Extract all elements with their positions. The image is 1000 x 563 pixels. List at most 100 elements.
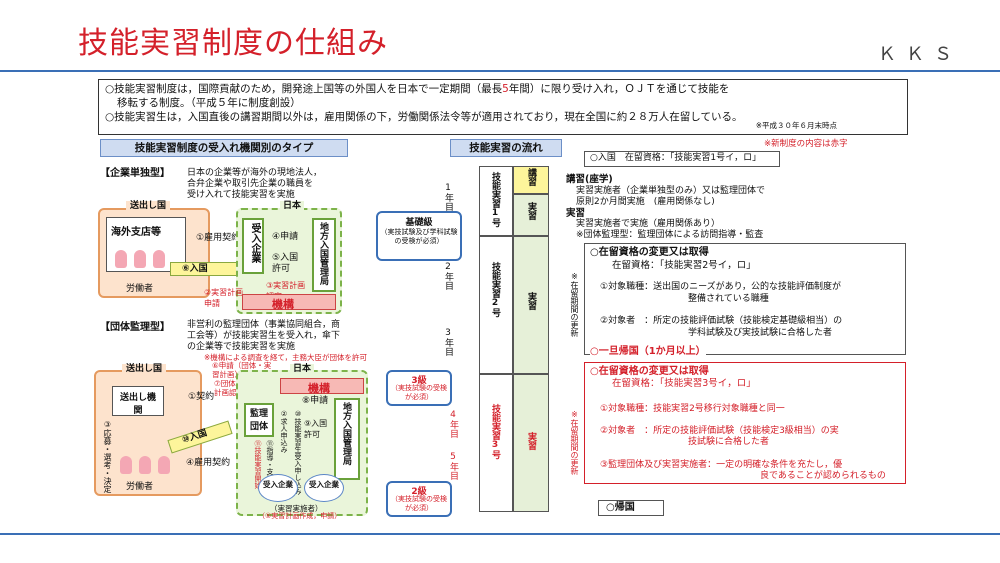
left-header: 技能実習制度の受入れ機関別のタイプ bbox=[100, 139, 348, 157]
training3: 実習 bbox=[526, 432, 536, 450]
lecture: 講習 bbox=[526, 168, 536, 186]
change2-status: 在留資格：「技能実習3号イ，ロ」 bbox=[612, 378, 756, 389]
course-title: 講習(座学) bbox=[566, 174, 613, 185]
change2-j3: ③監理団体及び実習実施者：一定の明確な条件を充たし，優 bbox=[600, 460, 843, 470]
type2-apply: ⑧申請 bbox=[302, 396, 329, 406]
col3: 技能実習3号 bbox=[490, 404, 500, 459]
course-line-4: ※団体監理型：監理団体による訪問指導・監査 bbox=[576, 230, 764, 240]
training2: 実習 bbox=[526, 292, 536, 310]
company-1: 受入企業 bbox=[263, 480, 293, 489]
worker-icon bbox=[139, 456, 151, 474]
type2-apply-perm: ⑥申請（団体・実習計画） bbox=[212, 361, 272, 379]
return-2-box bbox=[598, 500, 664, 516]
type1-company-box bbox=[242, 218, 264, 274]
intro-text: ○技能実習制度は，国際貢献のため，開発途上国等の外国人を日本で一定期間（最長 bbox=[105, 83, 503, 95]
intro-line-3: ○技能実習生は，入国直後の講習期間以外は，雇用関係の下，労働関係法令等が適用され… bbox=[105, 111, 743, 123]
type2-workers: 労働者 bbox=[126, 482, 154, 492]
intro-highlight: 5 bbox=[502, 83, 509, 95]
company2-circle bbox=[304, 474, 344, 502]
type1-kikou-box bbox=[242, 294, 336, 310]
training1-box bbox=[513, 194, 549, 236]
type2-employ: ④雇用契約 bbox=[186, 458, 231, 468]
right-header: 技能実習の流れ bbox=[450, 139, 562, 157]
type1-bureau-box bbox=[312, 218, 336, 292]
change1-j1b: 整備されている職種 bbox=[688, 294, 769, 304]
change1-j2: ②対象者 ：所定の技能評価試験（技能検定基礎級相当）の bbox=[600, 316, 843, 326]
worker-icon bbox=[120, 456, 132, 474]
basic-level: 基礎級 bbox=[405, 218, 433, 228]
type2-recruit: ②求人申込み bbox=[280, 410, 288, 453]
type2-kikou: 機構 bbox=[308, 382, 330, 395]
kanri-box bbox=[244, 403, 274, 437]
type2-bureau-box bbox=[334, 398, 360, 480]
level2-sub: （実技試験の受検が必須） bbox=[391, 495, 447, 512]
worker-icon bbox=[134, 250, 146, 268]
type2-bureau: 地方入国管理局 bbox=[341, 402, 351, 465]
type1-desc-line: 合弁企業や取引先企業の職員を bbox=[187, 179, 314, 189]
year-2: 2年目 bbox=[443, 262, 453, 290]
entry-box bbox=[584, 151, 780, 167]
type2-select: ③応募・選考・決定 bbox=[103, 420, 112, 493]
type2-support: ⑪指導・支援 bbox=[266, 440, 274, 482]
entry-text: ○入国 在留資格：「技能実習1号イ，ロ」 bbox=[590, 153, 762, 163]
type2-desc: 非営利の監理団体（事業協同組合，商 工会等）が技能実習生を受入れ，傘下 の企業等… bbox=[187, 320, 340, 353]
page-title: 技能実習制度の仕組み bbox=[78, 26, 388, 61]
type1-desc: 日本の企業等が海外の現地法人， 合弁企業や取引先企業の職員を 受け入れて技能実習… bbox=[187, 168, 322, 201]
type1-label: 【企業単独型】 bbox=[100, 168, 170, 179]
type2-request: ⑩技能実習生受入申し込み bbox=[294, 410, 302, 495]
training3-box bbox=[513, 374, 549, 512]
type2-guide: ⑪技能実習開始 bbox=[254, 440, 262, 489]
year-1: 1年目 bbox=[443, 183, 453, 211]
course-training-title: 実習 bbox=[566, 208, 586, 219]
level2-box bbox=[386, 481, 452, 517]
year-3: 3年目 bbox=[443, 328, 453, 356]
type2-note: ※機構による調査を経て，主務大臣が団体を許可 bbox=[204, 353, 368, 362]
type2-label: 【団体監理型】 bbox=[100, 322, 170, 333]
training1: 実習 bbox=[526, 202, 536, 220]
level3: 3級 bbox=[411, 376, 427, 386]
company1-circle bbox=[258, 474, 298, 502]
overseas-branch: 海外支店等 bbox=[111, 227, 161, 238]
change2-j1: ①対象職種：技能実習2号移行対象職種と同一 bbox=[600, 404, 785, 414]
type2-contract: ①契約 bbox=[188, 392, 215, 402]
type2-kikou-box bbox=[280, 378, 364, 394]
type1-japan-label: 日本 bbox=[280, 201, 305, 212]
new-system-note: ※新制度の内容は赤字 bbox=[764, 139, 848, 149]
year-4: 4年目 bbox=[448, 410, 458, 438]
change1-status: 在留資格：「技能実習2号イ，ロ」 bbox=[612, 260, 756, 271]
course-line-3: 実習実施者で実施（雇用関係あり） bbox=[576, 219, 721, 229]
change1-title: ○在留資格の変更又は取得 bbox=[590, 247, 709, 258]
type1-plan-apply: ②実習計画申請 bbox=[204, 288, 244, 308]
type1-company: 受入企業 bbox=[249, 223, 260, 263]
change2-title: ○在留資格の変更又は取得 bbox=[590, 366, 709, 377]
type1-entry: ⑥入国 bbox=[182, 264, 208, 274]
type1-employ: ①雇用契約 bbox=[196, 233, 241, 243]
intro-note: ※平成３０年６月末時点 bbox=[755, 121, 837, 130]
lecture-box bbox=[513, 166, 549, 194]
type2-desc-line: 非営利の監理団体（事業協同組合，商 bbox=[187, 320, 341, 330]
top-divider bbox=[0, 70, 1000, 72]
type2-desc-line: 工会等）が技能実習生を受入れ，傘下 bbox=[187, 331, 341, 341]
level3-box bbox=[386, 370, 452, 406]
col3-box bbox=[479, 374, 513, 512]
course-line-1: 実習実施者（企業単独型のみ）又は監理団体で bbox=[576, 186, 766, 196]
type1-desc-line: 受け入れて技能実習を実施 bbox=[187, 190, 295, 200]
intro-line-2: 移転する制度。（平成５年に制度創設） bbox=[117, 97, 301, 109]
company-2: 受入企業 bbox=[309, 480, 339, 489]
change1-j1: ①対象職種：送出国のニーズがあり，公的な技能評価制度が bbox=[600, 282, 841, 292]
type2-implementer: （実習実施者） bbox=[270, 504, 323, 513]
intro-line-1: ○技能実習制度は，国際貢献のため，開発途上国等の外国人を日本で一定期間（最長5年… bbox=[105, 82, 901, 96]
type1-kikou: 機構 bbox=[272, 298, 294, 311]
worker-icon bbox=[153, 250, 165, 268]
year-5: 5年目 bbox=[448, 452, 458, 480]
col2: 技能実習2号 bbox=[490, 262, 500, 317]
course-line-2: 原則2か月間実施 (雇用関係なし) bbox=[576, 197, 715, 207]
type2-permit: ⑨入国許可 bbox=[304, 419, 328, 439]
brand-logo: ＫＫＳ bbox=[878, 44, 962, 65]
change1-box bbox=[584, 243, 906, 355]
change2-j3b: 良であることが認められるもの bbox=[760, 471, 886, 481]
sending-agency: 送出し機関 bbox=[119, 393, 156, 416]
type2-sending-label: 送出し国 bbox=[122, 364, 167, 375]
basic-level-box bbox=[376, 211, 462, 261]
level3-sub: （実技試験の受検が必須） bbox=[391, 384, 447, 401]
